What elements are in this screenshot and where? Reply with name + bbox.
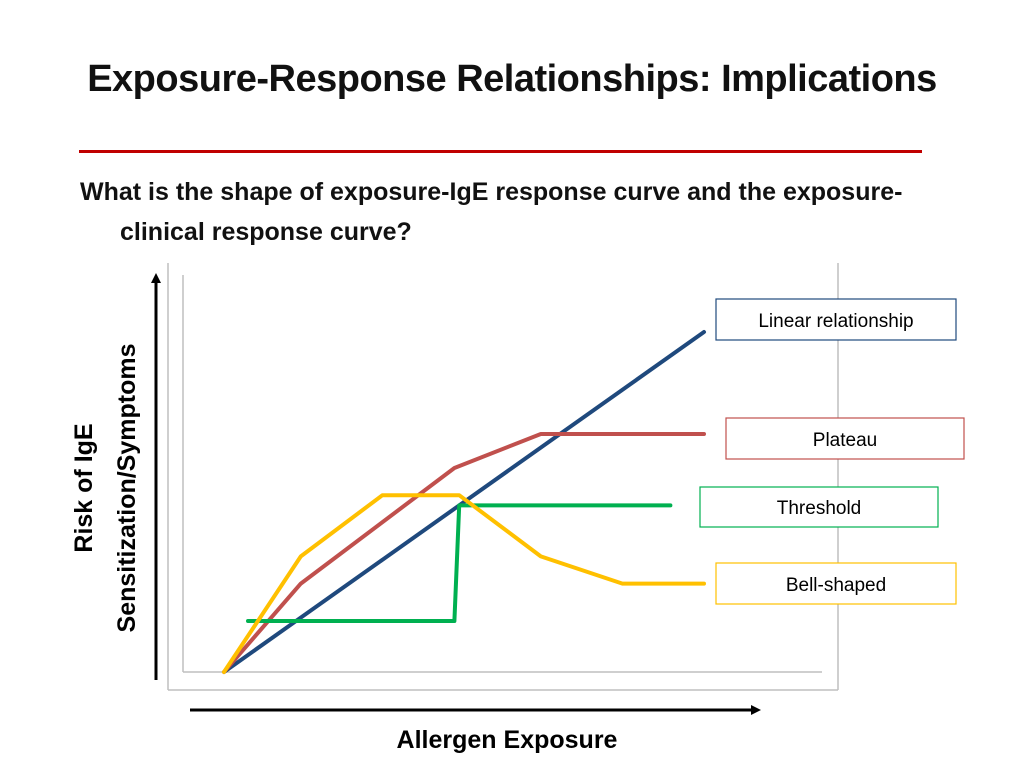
- y-axis-label-line-2: Sensitization/Symptoms: [113, 344, 141, 633]
- y-axis-label-line-1: Risk of IgE: [70, 423, 98, 552]
- legend-box-bell: Bell-shaped: [715, 562, 957, 605]
- series-line-threshold: [246, 503, 673, 623]
- legend-label-bell: Bell-shaped: [786, 575, 886, 596]
- legend-label-linear: Linear relationship: [758, 311, 913, 332]
- series-line-linear: [222, 330, 706, 674]
- slide-title: Exposure-Response Relationships: Implica…: [87, 58, 937, 100]
- title-divider: [79, 150, 922, 153]
- plot-frame: [167, 263, 839, 691]
- series-layer: [222, 330, 706, 674]
- x-axis-label: Allergen Exposure: [397, 726, 618, 754]
- legend-label-threshold: Threshold: [777, 498, 862, 519]
- legend-label-plateau: Plateau: [813, 430, 877, 451]
- legend-box-plateau: Plateau: [725, 417, 965, 460]
- legend-box-threshold: Threshold: [699, 486, 939, 528]
- legend-box-linear: Linear relationship: [715, 298, 957, 341]
- question-text: What is the shape of exposure-IgE respon…: [80, 178, 903, 246]
- series-line-plateau: [222, 432, 706, 674]
- series-line-bell: [222, 493, 706, 674]
